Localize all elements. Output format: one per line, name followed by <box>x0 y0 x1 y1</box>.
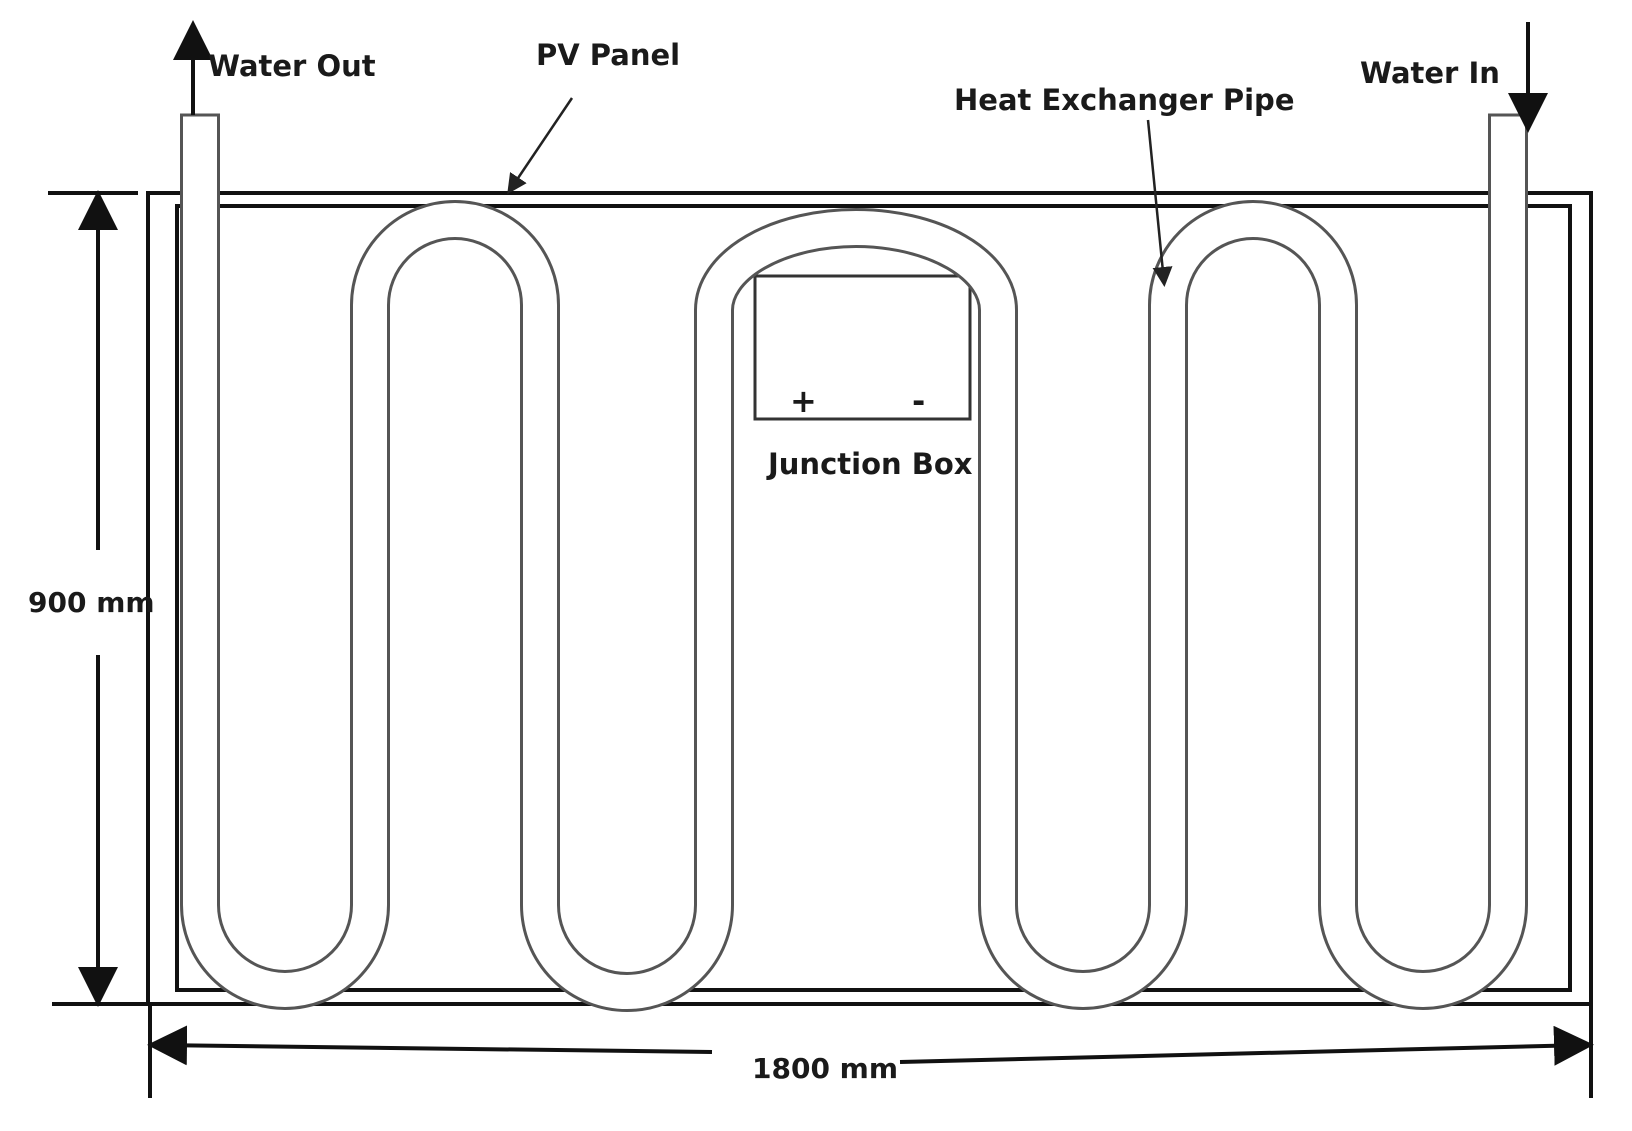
heat-exchanger-pipe <box>180 113 1528 1012</box>
junction-box <box>753 274 972 421</box>
height-dimension-label: 900 mm <box>28 586 155 619</box>
width-dimension <box>147 1004 1594 1098</box>
pv-panel-label: PV Panel <box>536 38 680 72</box>
width-dimension-label: 1800 mm <box>752 1052 898 1085</box>
minus-terminal-label: - <box>912 382 925 420</box>
plus-terminal-label: + <box>790 382 817 420</box>
height-dimension <box>48 190 148 1007</box>
junction-box-label: Junction Box <box>766 447 973 481</box>
heat-exchanger-pipe-label: Heat Exchanger Pipe <box>954 83 1294 117</box>
pv-panel-leader <box>507 97 574 195</box>
water-in-label: Water In <box>1360 56 1500 90</box>
pv-panel-inner-frame <box>175 204 1572 992</box>
pv-panel-outer-frame <box>146 191 1593 1006</box>
heat-exchanger-leader <box>1146 119 1173 287</box>
water-out-label: Water Out <box>208 49 376 83</box>
